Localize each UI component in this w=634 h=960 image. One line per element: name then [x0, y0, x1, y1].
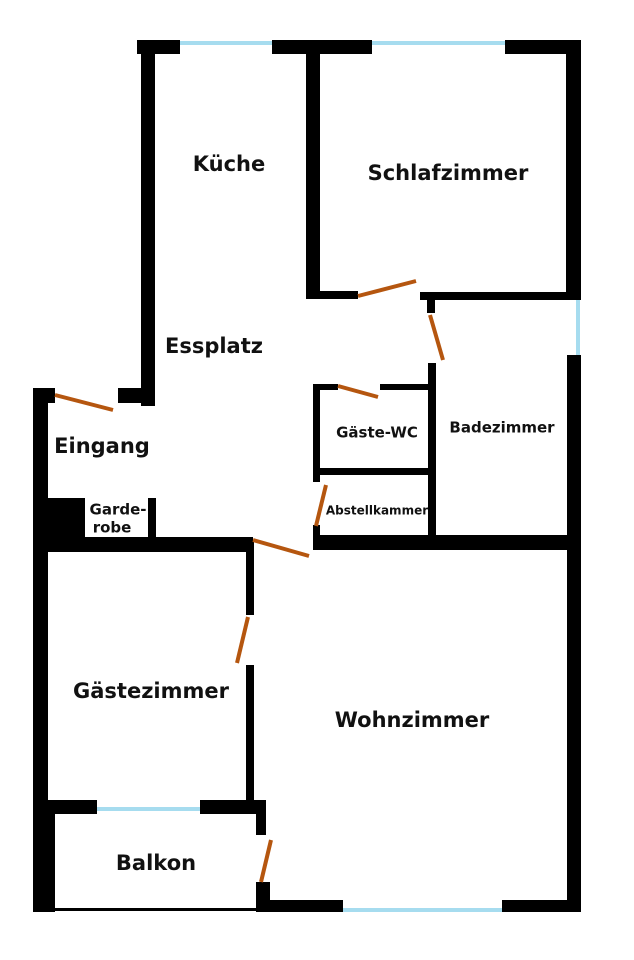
- label-gaeste-wc: Gäste-WC: [336, 424, 418, 442]
- label-garderobe-line2: robe: [93, 519, 132, 537]
- label-kueche: Küche: [193, 152, 266, 176]
- label-balkon: Balkon: [116, 851, 196, 875]
- room-labels: Küche Schlafzimmer Essplatz Eingang Gäst…: [54, 152, 555, 875]
- label-abstellkammer: Abstellkammer: [326, 504, 428, 518]
- doors: [54, 279, 445, 883]
- label-badezimmer: Badezimmer: [449, 419, 555, 437]
- label-schlafzimmer: Schlafzimmer: [368, 161, 529, 185]
- label-eingang: Eingang: [54, 434, 150, 458]
- label-garderobe-line1: Garde-: [90, 501, 147, 519]
- label-wohnzimmer: Wohnzimmer: [335, 708, 490, 732]
- windows: [97, 41, 580, 912]
- label-essplatz: Essplatz: [165, 334, 263, 358]
- walls: [33, 40, 581, 912]
- label-gaestezimmer: Gästezimmer: [73, 679, 230, 703]
